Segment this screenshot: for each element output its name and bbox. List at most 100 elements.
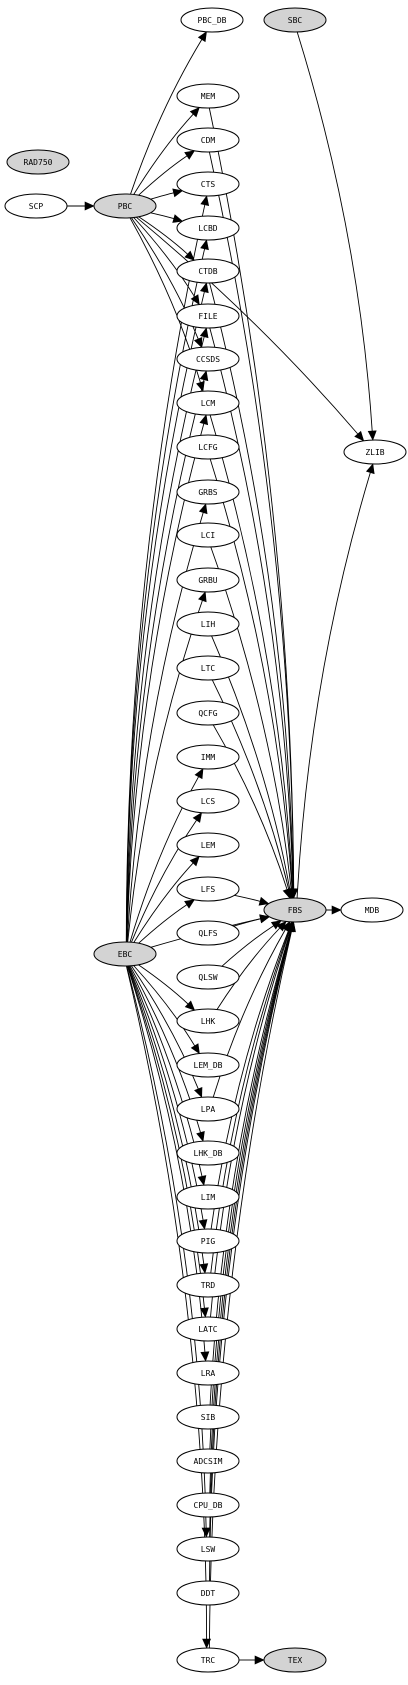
edge-line: [130, 819, 197, 943]
edge-line: [138, 155, 188, 196]
node-label: DDT: [201, 1589, 216, 1598]
arrowhead: [197, 1175, 207, 1186]
node-trd[interactable]: TRD: [176, 1272, 240, 1298]
edge-line: [210, 930, 291, 1318]
node-ellipse: [176, 1647, 240, 1673]
node-ltc[interactable]: LTC: [176, 655, 240, 681]
edge-line: [138, 964, 189, 1005]
node-cts[interactable]: CTS: [176, 171, 240, 197]
node-mdb[interactable]: MDB: [340, 897, 404, 923]
node-ellipse: [93, 193, 157, 219]
node-imm[interactable]: IMM: [176, 744, 240, 770]
edge-line: [138, 216, 188, 255]
node-ellipse: [176, 1008, 240, 1034]
node-label: SBC: [288, 16, 303, 25]
arrowhead: [189, 855, 200, 867]
node-lsw[interactable]: LSW: [176, 1536, 240, 1562]
arrowhead: [172, 188, 184, 198]
node-label: LTC: [201, 664, 216, 673]
arrowhead: [184, 899, 195, 909]
arrowhead: [200, 239, 209, 251]
node-label: ADCSIM: [194, 1457, 223, 1466]
edge-ebc-to-file: [126, 327, 209, 943]
edge-line: [233, 918, 261, 927]
edge-pbc-to-zlib: [136, 216, 365, 442]
node-lfs[interactable]: LFS: [176, 876, 240, 902]
node-ellipse: [176, 1052, 240, 1078]
node-qlfs[interactable]: QLFS: [176, 920, 240, 946]
node-latc[interactable]: LATC: [176, 1316, 240, 1342]
node-sib[interactable]: SIB: [176, 1404, 240, 1430]
arrowhead: [259, 914, 271, 924]
node-pbc-db[interactable]: PBC_DB: [180, 7, 244, 33]
edge-line: [133, 862, 194, 943]
edge-pbc-to-cts: [150, 188, 184, 200]
node-ellipse: [263, 897, 327, 923]
node-pig[interactable]: PIG: [176, 1228, 240, 1254]
node-label: RAD750: [24, 158, 53, 167]
node-sbc[interactable]: SBC: [263, 7, 327, 33]
node-ellipse: [176, 346, 240, 372]
node-ellipse: [263, 1647, 327, 1673]
node-ctdb[interactable]: CTDB: [176, 258, 240, 284]
node-lcs[interactable]: LCS: [176, 788, 240, 814]
node-zlib[interactable]: ZLIB: [343, 439, 407, 465]
edge-ebc-to-lem_db: [133, 965, 200, 1055]
node-cdm[interactable]: CDM: [176, 127, 240, 153]
node-label: TRC: [201, 1656, 216, 1665]
node-trc[interactable]: TRC: [176, 1647, 240, 1673]
node-cpu-db[interactable]: CPU_DB: [176, 1492, 240, 1518]
node-label: LIH: [201, 620, 216, 629]
node-label: LSW: [201, 1545, 216, 1554]
arrowhead: [189, 106, 200, 118]
node-lra[interactable]: LRA: [176, 1360, 240, 1386]
node-grbs[interactable]: GRBS: [176, 479, 240, 505]
edge-line: [234, 894, 261, 902]
node-label: QLFS: [198, 929, 217, 938]
edge-pbc-to-pbc_db: [130, 31, 207, 195]
node-lem-db[interactable]: LEM_DB: [176, 1052, 240, 1078]
edge-line: [210, 930, 290, 1274]
node-lim[interactable]: LIM: [176, 1184, 240, 1210]
node-qlsw[interactable]: QLSW: [176, 964, 240, 990]
edge-pbc-to-lcbd: [150, 212, 184, 223]
node-fbs[interactable]: FBS: [263, 897, 327, 923]
node-label: PBC_DB: [198, 16, 227, 25]
node-lcm[interactable]: LCM: [176, 390, 240, 416]
arrowhead: [192, 812, 203, 823]
node-ellipse: [176, 127, 240, 153]
node-lcfg[interactable]: LCFG: [176, 434, 240, 460]
node-lpa[interactable]: LPA: [176, 1096, 240, 1122]
node-grbu[interactable]: GRBU: [176, 567, 240, 593]
node-lci[interactable]: LCI: [176, 522, 240, 548]
arrowhead: [254, 1655, 265, 1665]
node-label: PBC: [118, 202, 133, 211]
node-ddt[interactable]: DDT: [176, 1580, 240, 1606]
node-ellipse: [176, 1404, 240, 1430]
edge-scp-to-pbc: [67, 201, 95, 211]
node-lcbd[interactable]: LCBD: [176, 215, 240, 241]
node-qcfg[interactable]: QCFG: [176, 700, 240, 726]
arrowhead: [200, 1351, 210, 1362]
node-ccsds[interactable]: CCSDS: [176, 346, 240, 372]
node-lhk-db[interactable]: LHK_DB: [176, 1140, 240, 1166]
node-lhk[interactable]: LHK: [176, 1008, 240, 1034]
node-ebc[interactable]: EBC: [93, 941, 157, 967]
node-adcsim[interactable]: ADCSIM: [176, 1448, 240, 1474]
node-mem[interactable]: MEM: [176, 83, 240, 109]
node-scp[interactable]: SCP: [4, 193, 68, 219]
arrowhead: [199, 327, 209, 339]
node-label: SCP: [29, 202, 44, 211]
node-ellipse: [176, 434, 240, 460]
node-file[interactable]: FILE: [176, 303, 240, 329]
node-lih[interactable]: LIH: [176, 611, 240, 637]
node-rad750[interactable]: RAD750: [6, 149, 70, 175]
arrowhead: [198, 503, 208, 515]
node-tex[interactable]: TEX: [263, 1647, 327, 1673]
node-ellipse: [176, 1228, 240, 1254]
edge-line: [212, 724, 288, 890]
edge-ebc-to-lra: [126, 965, 210, 1362]
node-lem[interactable]: LEM: [176, 832, 240, 858]
node-pbc[interactable]: PBC: [93, 193, 157, 219]
